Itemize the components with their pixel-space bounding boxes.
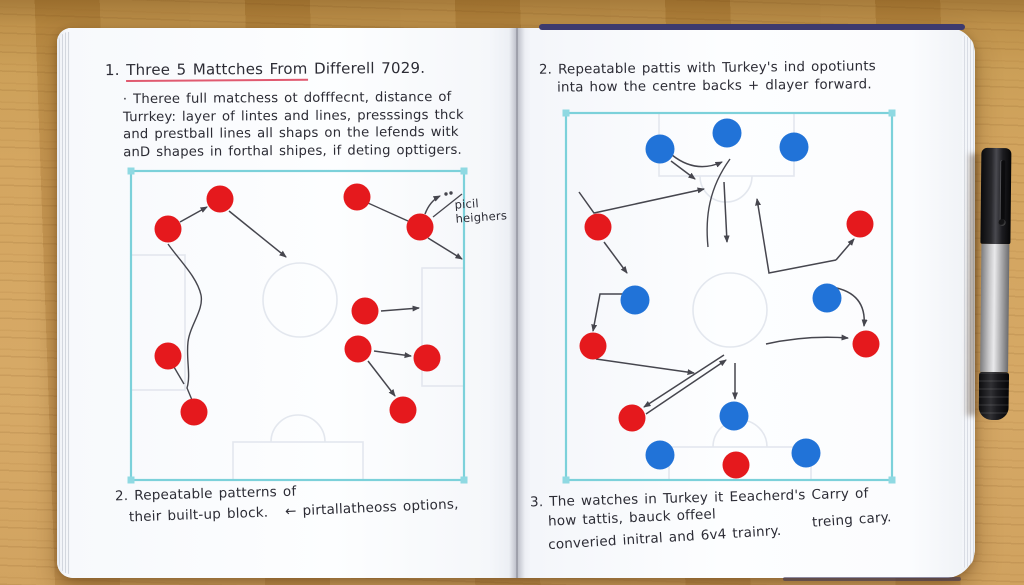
pen-shadow [966,153,980,416]
footer-text: Repeatable patterns of [134,483,297,504]
header-line: inta how the centre backs + dlayer forwa… [557,77,872,96]
notebook-left-page: 1. Three 5 Mattches From Differell 7029.… [57,28,517,578]
left-arrow-glyph: ← [284,503,297,520]
tactics-pitch-right [562,109,896,484]
left-title-number: 1. [104,61,120,80]
pitch-annotation: picil heighers [454,194,507,226]
pen-clip [1000,160,1006,223]
left-footer-note: 2. Repeatable patterns of their built-up… [115,484,459,526]
left-title-underlined-text: Three 5 Mattches From [126,59,308,82]
left-page-title: 1. Three 5 Mattches From Differell 7029. [104,58,426,82]
notebook-cover-bottom-edge [782,577,962,581]
header-text: Repeatable pattis with Turkey's ind opot… [557,59,877,78]
footer-side-note-text: pirtallatheoss options, [302,496,459,520]
notebook-spine-gutter [509,28,525,578]
footer-number: 3. [529,494,544,511]
marker-pen [966,144,1020,422]
left-title-rest: Differell 7029. [313,58,426,78]
pen-end [978,371,1010,421]
pen-cap [980,147,1012,245]
footer-line: 2. Repeatable patterns of [115,484,297,505]
note-line: anD shapes in forthal shipes, if deting … [123,142,462,160]
pen-barrel [980,243,1010,373]
annotation-line: heighers [455,208,508,226]
right-footer-note: 3. The watches in Turkey it Eeacherd's C… [530,486,892,554]
footer-side-note: ← pirtallatheoss options, [285,496,459,520]
note-line: · Theree full matchess ot dofffecnt, dis… [122,89,452,108]
notebook: 1. Three 5 Mattches From Differell 7029.… [57,24,975,581]
note-line: and prestball lines all shaps on the lef… [123,125,459,143]
tactics-pitch-left [127,167,468,484]
right-page-header: 2. Repeatable pattis with Turkey's ind o… [539,58,876,98]
header-number: 2. [538,62,553,78]
left-page-notes: · Theree full matchess ot dofffecnt, dis… [123,89,464,162]
footer-line: their built-up block. [128,504,269,526]
footer-side-note: treing cary. [811,509,892,531]
notebook-right-page: 2. Repeatable pattis with Turkey's ind o… [517,24,975,581]
footer-number: 2. [114,488,129,505]
footer-line: how tattis, bauck offeel [547,506,717,530]
